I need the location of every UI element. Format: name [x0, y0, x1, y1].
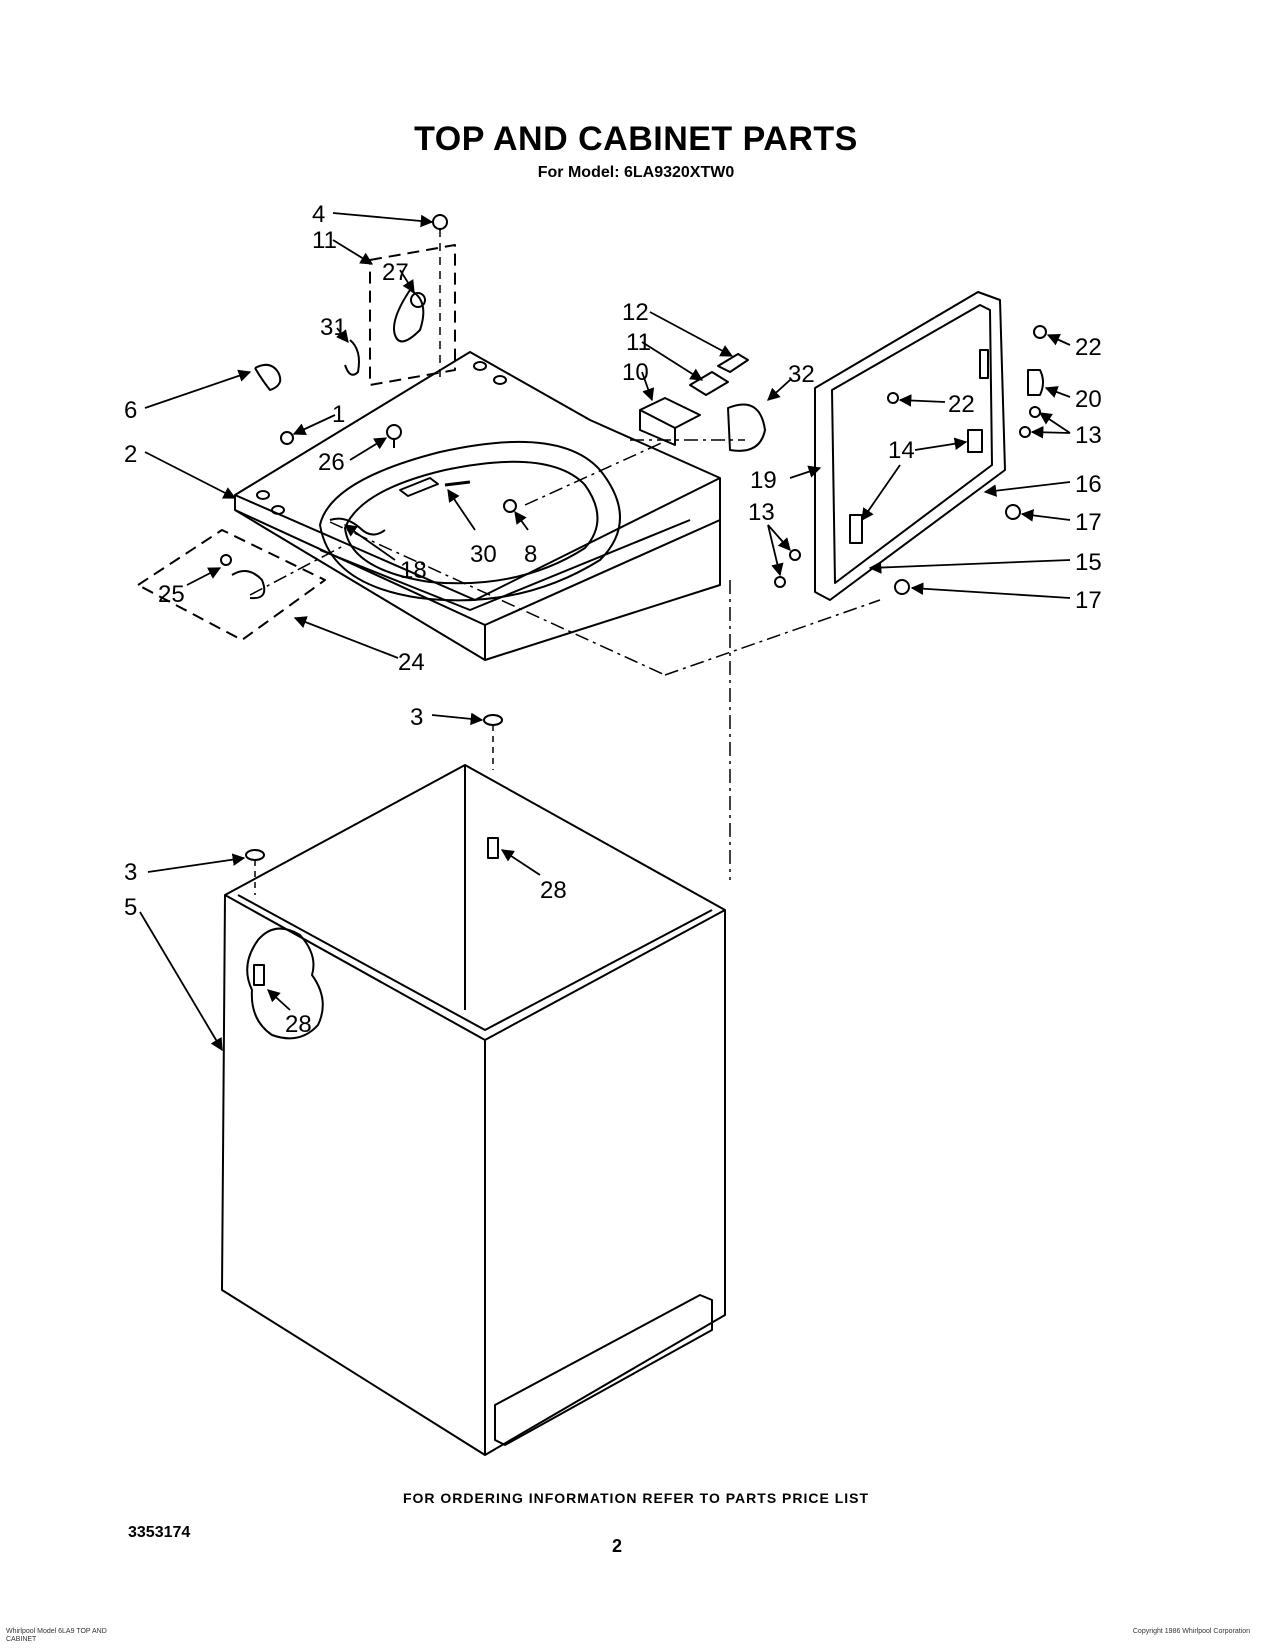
part-17a	[1005, 504, 1021, 520]
callout-28a: 28	[540, 877, 567, 904]
fine-print-left: Whirlpool Model 6LA9 TOP AND CABINET	[6, 1628, 107, 1643]
callout-2: 2	[124, 441, 137, 468]
callout-14: 14	[888, 437, 915, 464]
washer-top	[234, 351, 721, 661]
hinge-bracket-10	[639, 397, 701, 446]
page-number: 2	[612, 1536, 623, 1556]
callout-19: 19	[750, 467, 777, 494]
callout-3a: 3	[410, 704, 423, 731]
part-18	[329, 517, 386, 536]
callout-22b: 22	[948, 391, 975, 418]
part-4	[432, 214, 448, 230]
callout-24: 24	[398, 649, 425, 676]
part-8	[503, 499, 517, 513]
lid-frame-19	[814, 291, 1006, 601]
fine-print-right: Copyright 1986 Whirlpool Corporation	[1132, 1628, 1250, 1635]
document-number: 3353174	[128, 1524, 191, 1541]
callout-17a: 17	[1075, 509, 1102, 536]
callout-25: 25	[158, 581, 185, 608]
callout-leaders	[139, 212, 1071, 1052]
part-32	[727, 403, 766, 452]
part-3b	[245, 849, 265, 861]
callout-30: 30	[470, 541, 497, 568]
ordering-note: FOR ORDERING INFORMATION REFER TO PARTS …	[402, 1490, 870, 1506]
callout-11: 11	[626, 329, 651, 356]
callout-26: 26	[318, 449, 345, 476]
callout-5: 5	[124, 894, 137, 921]
assembly-guide-lines	[249, 439, 881, 880]
callout-22a: 22	[1075, 334, 1102, 361]
callout-20: 20	[1075, 386, 1102, 413]
part-1	[280, 431, 294, 445]
part-31	[344, 339, 360, 376]
callout-27: 27	[382, 259, 409, 286]
callout-32: 32	[788, 361, 815, 388]
part-22a	[1033, 325, 1047, 339]
part-3a	[483, 714, 503, 726]
callout-17b: 17	[1075, 587, 1102, 614]
part-17b	[894, 579, 910, 595]
cabinet-5	[221, 764, 726, 1456]
callout-labels: 4 11 27 31 6 1 2 26 12 11 10 32 22 22 20…	[124, 201, 1102, 1038]
callout-4: 4	[312, 201, 325, 228]
callout-12: 12	[622, 299, 649, 326]
part-6	[254, 363, 282, 391]
callout-10: 10	[622, 359, 649, 386]
part-28b	[253, 964, 265, 986]
callout-13a: 13	[1075, 422, 1102, 449]
callout-1: 1	[332, 401, 345, 428]
callout-15: 15	[1075, 549, 1102, 576]
part-22b	[887, 392, 899, 404]
callout-8: 8	[524, 541, 537, 568]
callout-18: 18	[400, 557, 427, 584]
harness-box-24	[137, 529, 326, 641]
callout-13b: 13	[748, 499, 775, 526]
parts-11-12	[689, 353, 749, 396]
callout-6: 6	[124, 397, 137, 424]
part-30	[399, 477, 439, 497]
callout-28b: 28	[285, 1011, 312, 1038]
callout-9: 11	[312, 227, 337, 254]
part-28a	[487, 837, 499, 859]
callout-16: 16	[1075, 471, 1102, 498]
model-subtitle: For Model: 6LA9320XTW0	[537, 164, 735, 181]
switch-assembly-9	[369, 244, 456, 386]
callout-31: 31	[320, 314, 347, 341]
callout-3b: 3	[124, 859, 137, 886]
part-20	[1027, 369, 1044, 396]
page-title: TOP AND CABINET PARTS	[414, 120, 858, 158]
